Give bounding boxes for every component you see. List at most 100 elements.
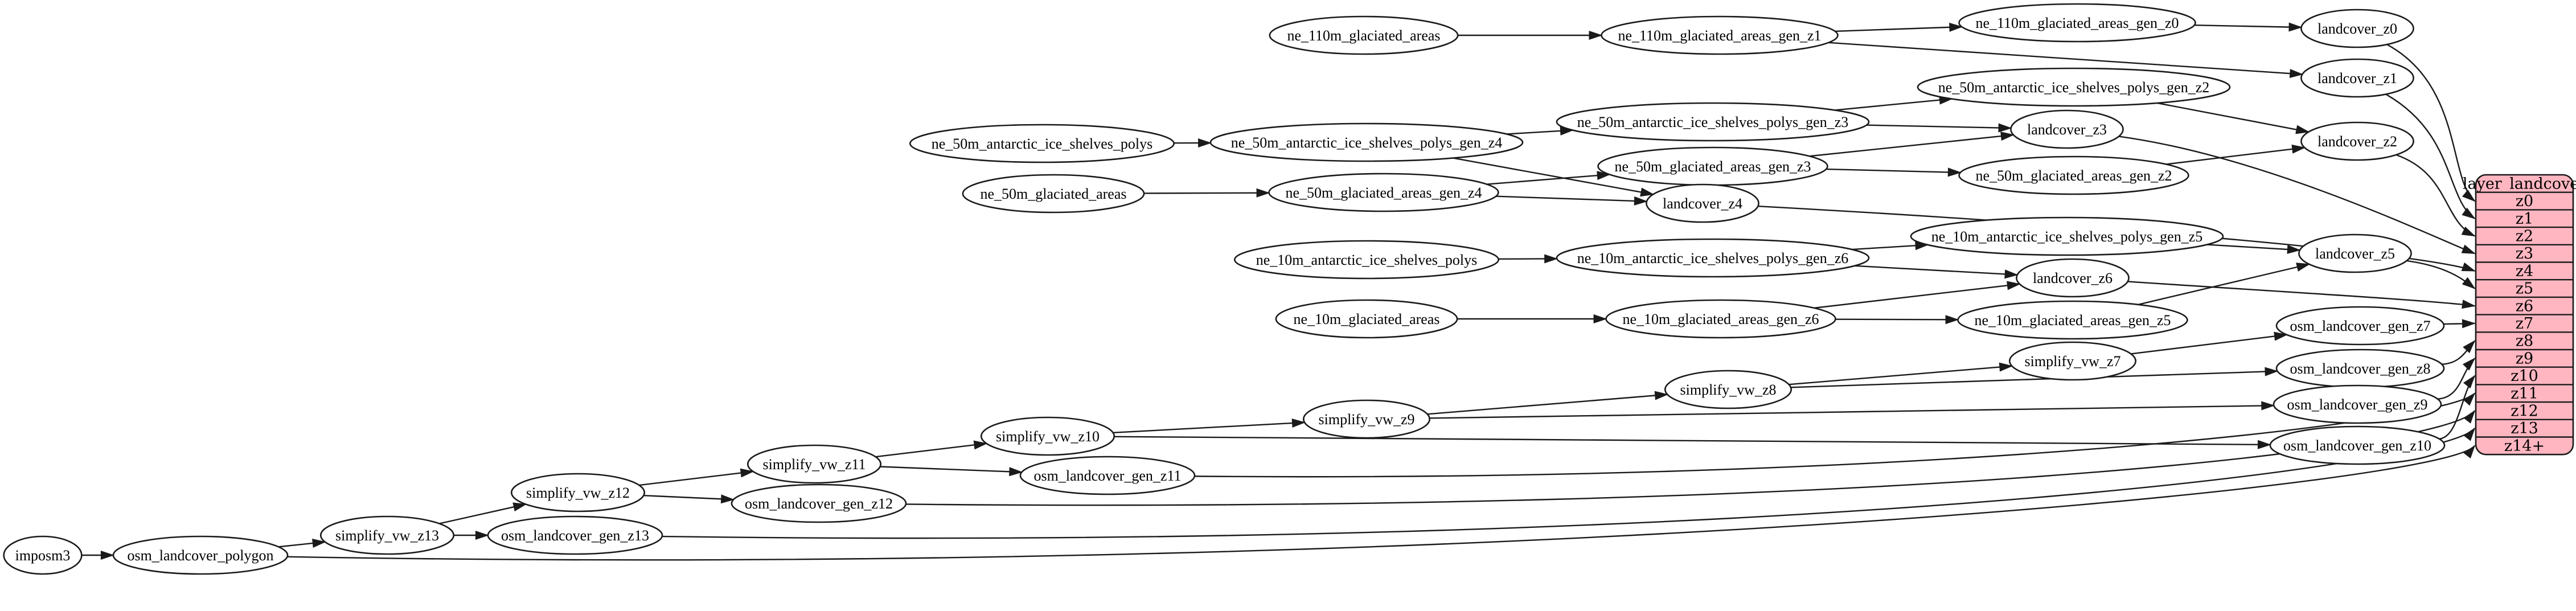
table-row-z1: z1 bbox=[2516, 210, 2533, 228]
node-simplify_vw_z13: simplify_vw_z13 bbox=[319, 515, 455, 555]
node-label: ne_110m_glaciated_areas bbox=[1287, 27, 1440, 44]
node-ellipse bbox=[980, 416, 1115, 456]
node-simplify_vw_z11: simplify_vw_z11 bbox=[746, 444, 882, 484]
node-label: osm_landcover_gen_z7 bbox=[2290, 318, 2431, 334]
node-ne_50m_glaciated_areas_gen_z2: ne_50m_glaciated_areas_gen_z2 bbox=[1958, 155, 2189, 195]
node-ellipse bbox=[1234, 240, 1500, 280]
edge-simplify_vw_z12-to-osm_landcover_gen_z12 bbox=[643, 494, 735, 504]
edge-ne_50m_glaciated_areas_gen_z2-to-landcover_z2 bbox=[2166, 144, 2306, 165]
node-simplify_vw_z8: simplify_vw_z8 bbox=[1664, 370, 1792, 409]
node-landcover_z6: landcover_z6 bbox=[2016, 258, 2130, 298]
edge-landcover_z5-to-z5 bbox=[2406, 260, 2476, 289]
edge-ne_10m_antarctic_ice_shelves_polys_gen_z5-to-landcover_z5 bbox=[2206, 244, 2301, 254]
node-ellipse bbox=[487, 515, 663, 555]
node-label: landcover_z6 bbox=[2033, 270, 2113, 286]
node-ne_110m_glaciated_areas: ne_110m_glaciated_areas bbox=[1269, 15, 1459, 55]
node-label: ne_50m_glaciated_areas_gen_z3 bbox=[1614, 158, 1811, 175]
node-ellipse bbox=[2010, 109, 2124, 149]
node-osm_landcover_gen_z11: osm_landcover_gen_z11 bbox=[1019, 456, 1196, 495]
node-label: landcover_z0 bbox=[2317, 20, 2397, 37]
node-ne_110m_glaciated_areas_gen_z1: ne_110m_glaciated_areas_gen_z1 bbox=[1601, 15, 1839, 55]
node-ellipse bbox=[319, 515, 455, 555]
node-ellipse bbox=[909, 124, 1175, 163]
edge-simplify_vw_z7-to-osm_landcover_gen_z7 bbox=[2131, 331, 2288, 355]
node-landcover_z2: landcover_z2 bbox=[2300, 121, 2414, 161]
node-ellipse bbox=[1917, 67, 2231, 107]
node-ellipse bbox=[746, 444, 882, 484]
node-ellipse bbox=[962, 174, 1145, 214]
table-row-z2: z2 bbox=[2516, 227, 2533, 245]
edge-ne_110m_glaciated_areas_gen_z0-to-landcover_z0 bbox=[2194, 22, 2303, 32]
node-label: ne_10m_glaciated_areas_gen_z5 bbox=[1974, 312, 2171, 329]
edges-layer bbox=[81, 22, 2476, 561]
node-label: ne_50m_antarctic_ice_shelves_polys_gen_z… bbox=[1938, 79, 2210, 96]
edge-landcover_z2-to-z2 bbox=[2395, 154, 2476, 237]
edge-landcover_z4-to-z4 bbox=[1758, 206, 2476, 272]
edge-simplify_vw_z8-to-osm_landcover_gen_z8 bbox=[1790, 367, 2279, 388]
node-imposm3: imposm3 bbox=[3, 535, 83, 575]
edge-ne_50m_antarctic_ice_shelves_polys_gen_z3-to-landcover_z3 bbox=[1866, 123, 2012, 133]
node-ellipse bbox=[1209, 122, 1524, 162]
node-simplify_vw_z7: simplify_vw_z7 bbox=[2009, 341, 2137, 381]
node-ellipse bbox=[2300, 9, 2414, 48]
table-row-z7: z7 bbox=[2516, 315, 2533, 333]
node-ellipse bbox=[1556, 238, 1870, 278]
node-label: landcover_z3 bbox=[2027, 121, 2107, 138]
node-label: simplify_vw_z8 bbox=[1680, 382, 1777, 398]
edge-ne_50m_antarctic_ice_shelves_polys_gen_z4-to-landcover_z4 bbox=[1453, 157, 1655, 197]
node-label: ne_10m_glaciated_areas bbox=[1294, 311, 1440, 327]
node-ellipse bbox=[1605, 299, 1836, 339]
node-ne_50m_antarctic_ice_shelves_polys_gen_z3: ne_50m_antarctic_ice_shelves_polys_gen_z… bbox=[1556, 102, 1870, 142]
node-label: simplify_vw_z13 bbox=[335, 527, 439, 544]
node-label: ne_50m_antarctic_ice_shelves_polys bbox=[932, 136, 1152, 152]
edge-landcover_z6-to-z6 bbox=[2127, 281, 2476, 309]
table-row-z10: z10 bbox=[2511, 367, 2538, 385]
node-ne_110m_glaciated_areas_gen_z0: ne_110m_glaciated_areas_gen_z0 bbox=[1958, 3, 2196, 43]
node-label: ne_10m_antarctic_ice_shelves_polys bbox=[1256, 252, 1477, 268]
edge-ne_10m_glaciated_areas_gen_z6-to-landcover_z6 bbox=[1814, 281, 2021, 309]
node-ellipse bbox=[1664, 370, 1792, 409]
node-osm_landcover_gen_z12: osm_landcover_gen_z12 bbox=[731, 483, 907, 523]
node-label: osm_landcover_gen_z11 bbox=[1034, 468, 1182, 484]
edge-ne_50m_glaciated_areas_gen_z3-to-landcover_z3 bbox=[1809, 132, 2015, 157]
node-ellipse bbox=[1958, 155, 2189, 195]
nodes-layer: ne_110m_glaciated_areas ne_110m_glaciated… bbox=[3, 3, 2446, 575]
node-label: ne_50m_antarctic_ice_shelves_polys_gen_z… bbox=[1231, 134, 1503, 151]
node-ellipse bbox=[2269, 425, 2446, 465]
table-row-z8: z8 bbox=[2516, 333, 2533, 350]
node-landcover_z4: landcover_z4 bbox=[1646, 183, 1759, 223]
edge-landcover_z1-to-z1 bbox=[2385, 93, 2476, 219]
node-label: ne_50m_glaciated_areas_gen_z4 bbox=[1285, 184, 1482, 201]
table-title: layer_landcover bbox=[2463, 175, 2576, 192]
node-ellipse bbox=[731, 483, 907, 523]
table-row-z14+: z14+ bbox=[2504, 437, 2545, 455]
table-row-z4: z4 bbox=[2516, 263, 2533, 280]
node-label: ne_10m_antarctic_ice_shelves_polys_gen_z… bbox=[1931, 228, 2203, 245]
edge-simplify_vw_z9-to-osm_landcover_gen_z9 bbox=[1429, 401, 2275, 419]
edge-ne_50m_glaciated_areas_gen_z3-to-ne_50m_glaciated_areas_gen_z2 bbox=[1826, 167, 1962, 177]
node-ellipse bbox=[1957, 300, 2188, 340]
node-label: landcover_z5 bbox=[2315, 245, 2395, 262]
node-label: ne_50m_glaciated_areas bbox=[981, 186, 1127, 202]
node-osm_landcover_gen_z7: osm_landcover_gen_z7 bbox=[2275, 306, 2445, 346]
node-ellipse bbox=[2273, 384, 2442, 424]
node-ellipse bbox=[1019, 456, 1196, 495]
node-label: imposm3 bbox=[15, 547, 71, 564]
node-ellipse bbox=[1910, 216, 2224, 256]
node-ellipse bbox=[1269, 15, 1459, 55]
edge-osm_landcover_polygon-to-simplify_vw_z13 bbox=[278, 539, 326, 548]
node-label: simplify_vw_z7 bbox=[2025, 353, 2121, 370]
node-osm_landcover_gen_z13: osm_landcover_gen_z13 bbox=[487, 515, 663, 555]
node-label: osm_landcover_gen_z10 bbox=[2283, 437, 2431, 454]
node-ellipse bbox=[1303, 399, 1431, 439]
edge-ne_50m_glaciated_areas_gen_z4-to-landcover_z4 bbox=[1496, 195, 1648, 206]
edge-ne_10m_antarctic_ice_shelves_polys_gen_z6-to-ne_10m_antarctic_ice_shelves_polys_gen_z5 bbox=[1852, 241, 1929, 251]
edge-simplify_vw_z9-to-simplify_vw_z8 bbox=[1427, 391, 1669, 415]
node-label: simplify_vw_z12 bbox=[526, 485, 630, 501]
edge-simplify_vw_z13-to-simplify_vw_z12 bbox=[439, 502, 527, 524]
node-ne_10m_glaciated_areas_gen_z6: ne_10m_glaciated_areas_gen_z6 bbox=[1605, 299, 1836, 339]
node-label: ne_110m_glaciated_areas_gen_z1 bbox=[1618, 27, 1821, 44]
node-osm_landcover_polygon: osm_landcover_polygon bbox=[112, 535, 289, 575]
edge-ne_50m_antarctic_ice_shelves_polys_gen_z2-to-landcover_z2 bbox=[2157, 102, 2310, 134]
